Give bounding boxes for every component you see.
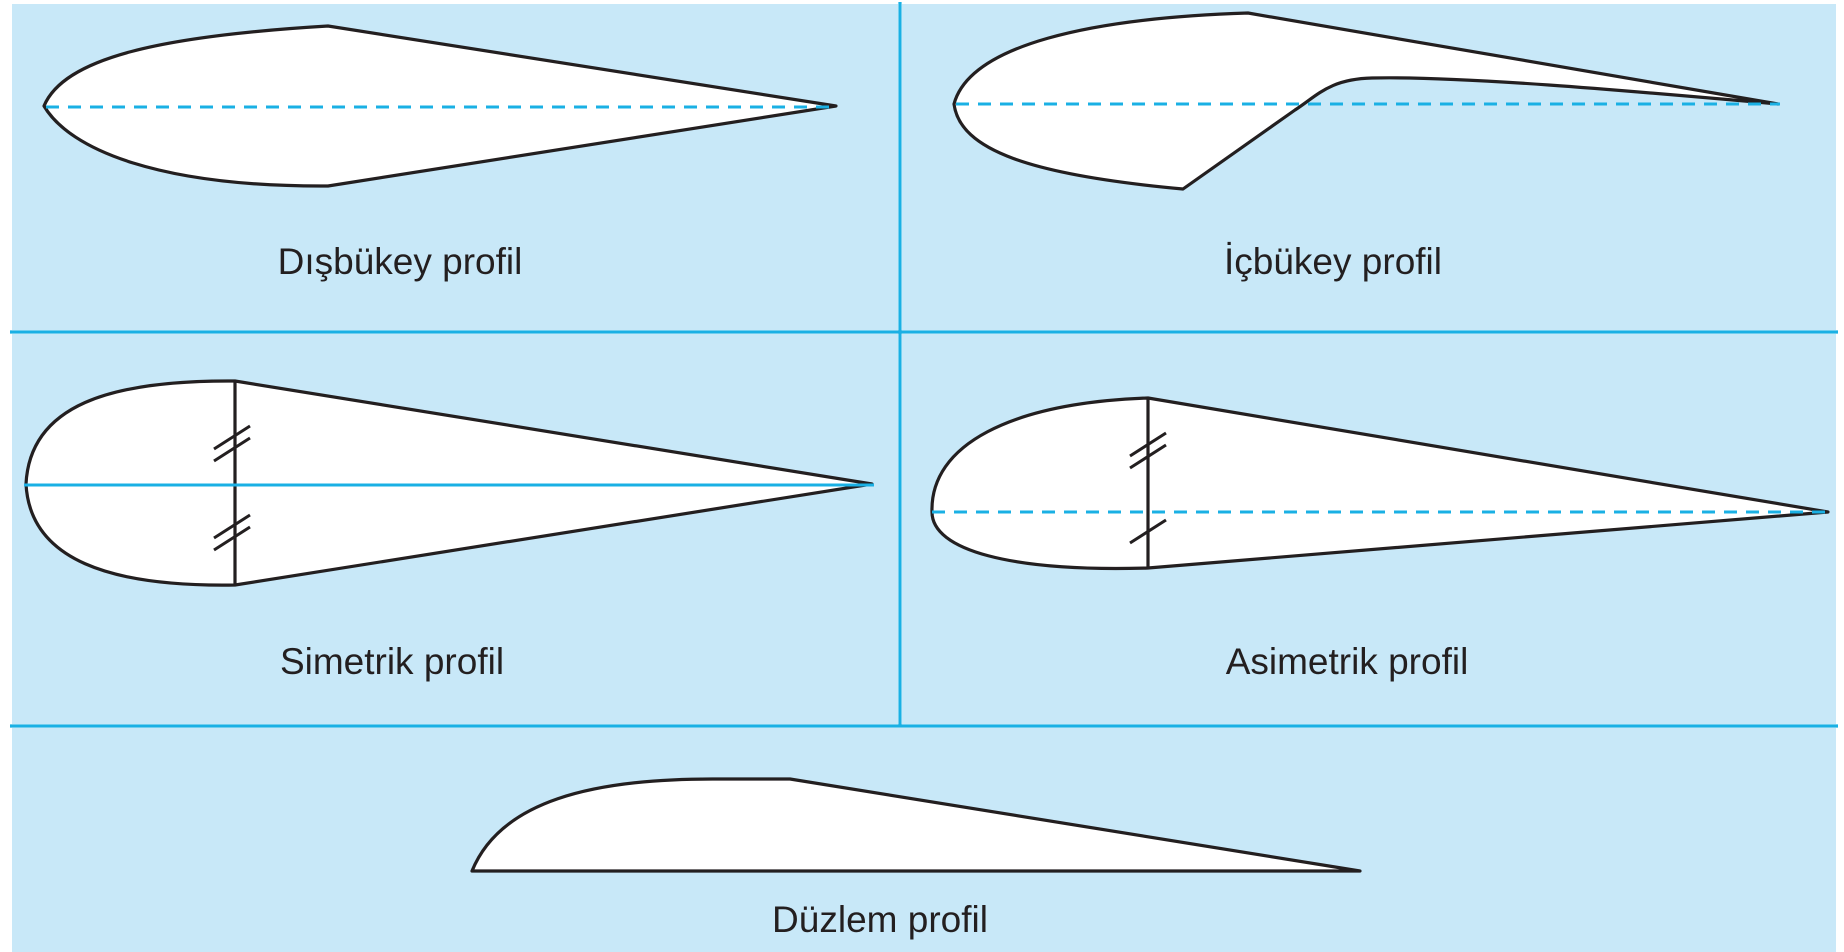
concave-profile-figure: İçbükey profil: [952, 11, 1780, 282]
symmetric-upper-equal-marks: [213, 424, 251, 463]
flat-profile-figure: Düzlem profil: [470, 777, 1362, 940]
convex-profile-figure: Dışbükey profil: [42, 24, 838, 282]
flat-profile-caption: Düzlem profil: [772, 899, 988, 940]
convex-airfoil-outline: [42, 24, 838, 188]
asymmetric-profile-caption: Asimetrik profil: [1226, 641, 1469, 682]
concave-profile-caption: İçbükey profil: [1224, 241, 1442, 282]
flat-airfoil-outline: [470, 777, 1362, 873]
asymmetric-lower-single-mark: [1129, 518, 1167, 545]
concave-airfoil-outline: [952, 11, 1780, 191]
convex-profile-caption: Dışbükey profil: [278, 241, 523, 282]
asymmetric-upper-equal-marks: [1129, 431, 1167, 470]
asymmetric-profile-figure: Asimetrik profil: [930, 396, 1830, 682]
symmetric-profile-caption: Simetrik profil: [280, 641, 504, 682]
symmetric-lower-equal-marks: [213, 513, 251, 552]
symmetric-profile-figure: Simetrik profil: [24, 379, 874, 682]
